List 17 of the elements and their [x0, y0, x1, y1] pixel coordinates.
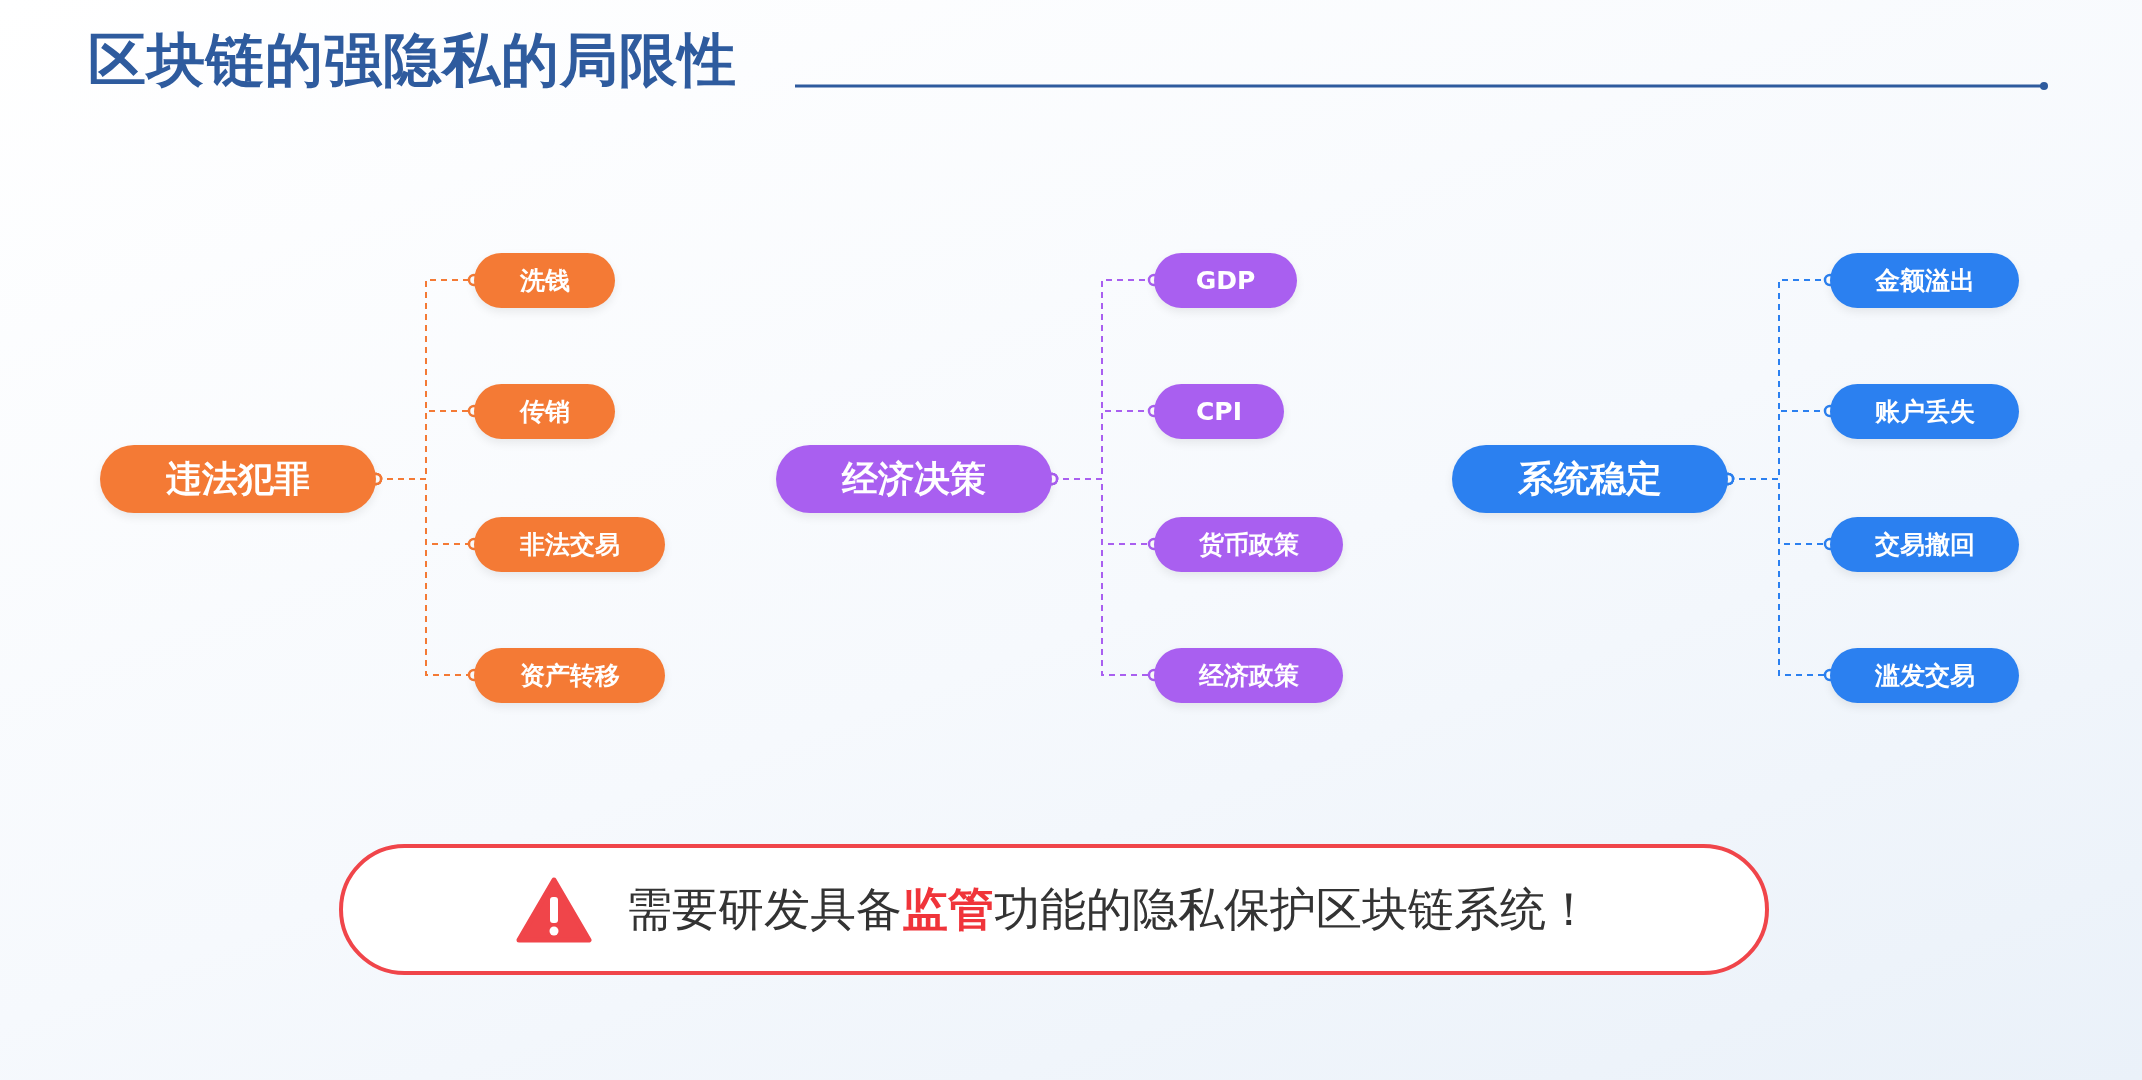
- item-pill: 洗钱: [474, 252, 615, 308]
- title: 区块链的强隐私的局限性: [88, 25, 737, 96]
- category-pill: 违法犯罪: [100, 445, 376, 513]
- category-pill: 系统稳定: [1452, 445, 1728, 513]
- item-pill: 交易撤回: [1830, 516, 2019, 572]
- item-pill: 账户丢失: [1830, 383, 2019, 439]
- item-pill: GDP: [1154, 252, 1297, 308]
- item-pill: CPI: [1154, 383, 1284, 439]
- alert-text: 需要研发具备监管功能的隐私保护区块链系统！: [626, 880, 1592, 938]
- item-pill: 非法交易: [474, 516, 665, 572]
- category-pill: 经济决策: [776, 445, 1052, 513]
- item-pill: 滥发交易: [1830, 647, 2019, 703]
- item-pill: 货币政策: [1154, 516, 1343, 572]
- item-pill: 经济政策: [1154, 647, 1343, 703]
- item-pill: 资产转移: [474, 647, 665, 703]
- item-pill: 传销: [474, 383, 615, 439]
- item-pill: 金额溢出: [1830, 252, 2019, 308]
